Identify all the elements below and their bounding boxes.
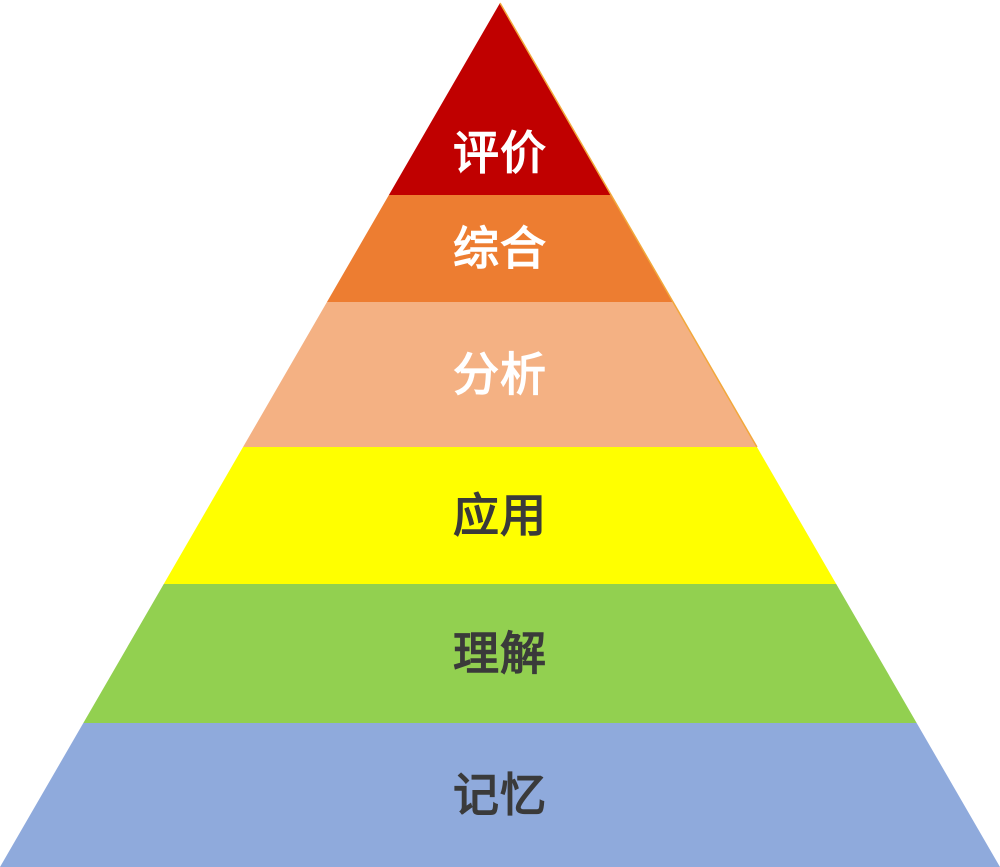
pyramid-edge-outline (499, 2, 758, 448)
pyramid-tier-label-6: 记忆 (453, 768, 547, 822)
pyramid-tier-label-3: 分析 (453, 348, 547, 402)
pyramid-tier-label-4: 应用 (453, 489, 547, 543)
pyramid-tier-label-2: 综合 (453, 222, 547, 276)
pyramid-tier-6 (0, 723, 1000, 867)
pyramid-tier-label-1: 评价 (453, 126, 547, 180)
pyramid-tier-5 (83, 584, 917, 723)
pyramid-tier-3 (243, 302, 757, 447)
pyramid-tier-1 (388, 3, 612, 195)
pyramid-tier-label-5: 理解 (453, 627, 547, 681)
pyramid-tier-4 (163, 447, 837, 584)
pyramid-tier-2 (326, 195, 674, 302)
